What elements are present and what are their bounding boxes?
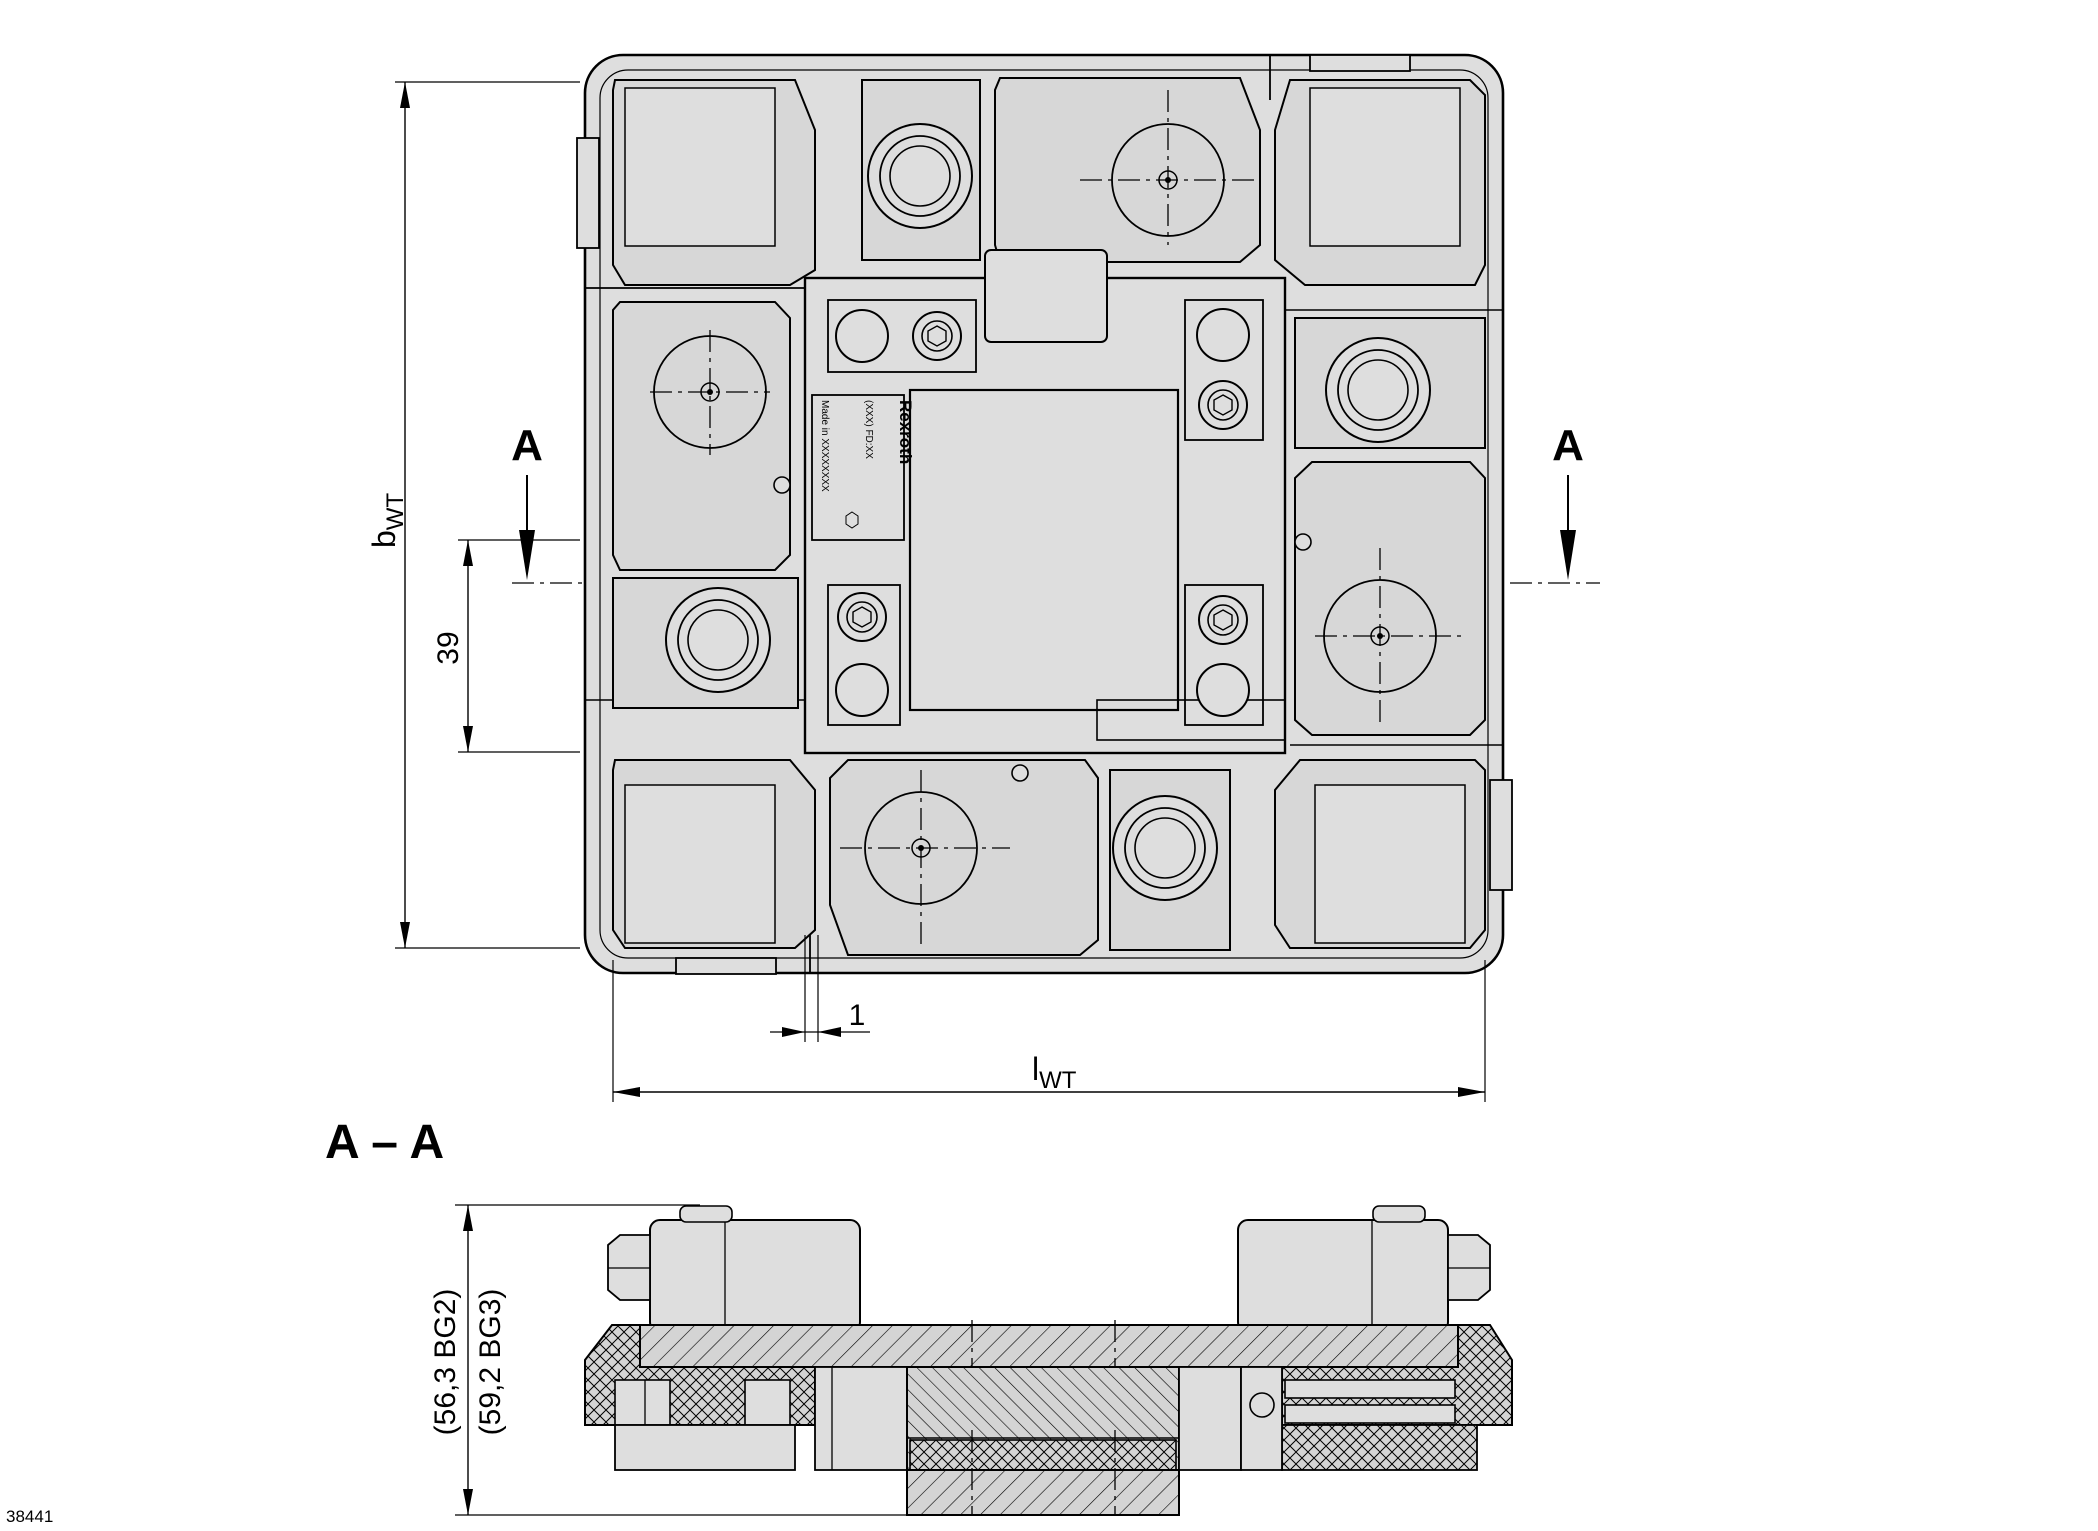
dim-bwt-sub: WT: [382, 493, 409, 531]
dim-height-bg3: (59,2 BG3): [474, 1289, 507, 1436]
section-mark-right: A: [1552, 421, 1584, 470]
dim-39-label: 39: [432, 631, 465, 664]
section-view: [455, 1204, 1513, 1516]
dim-gap-label: 1: [849, 999, 866, 1032]
dim-bwt-label: bWT: [366, 493, 409, 548]
nameplate-line2: Made in XXXXXXXX: [819, 400, 830, 492]
top-view: Rexroth (XXX) FD:XX Made in XXXXXXXX: [576, 53, 1513, 975]
svg-text:bWT: bWT: [366, 493, 409, 548]
dim-lwt-sub: WT: [1039, 1067, 1077, 1094]
section-mark-left: A: [511, 421, 543, 470]
nameplate-brand: Rexroth: [896, 400, 915, 464]
dimension-lines: [395, 81, 1600, 1102]
section-title: A – A: [325, 1116, 444, 1169]
dim-height-bg2: (56,3 BG2): [429, 1289, 462, 1436]
dim-bwt-symbol: b: [366, 530, 402, 548]
dim-lwt-symbol: l: [1032, 1051, 1039, 1087]
nameplate-line1: (XXX) FD:XX: [863, 400, 874, 459]
dim-lwt-label: lWT: [1032, 1051, 1077, 1094]
drawing-number: 38441: [6, 1507, 53, 1526]
